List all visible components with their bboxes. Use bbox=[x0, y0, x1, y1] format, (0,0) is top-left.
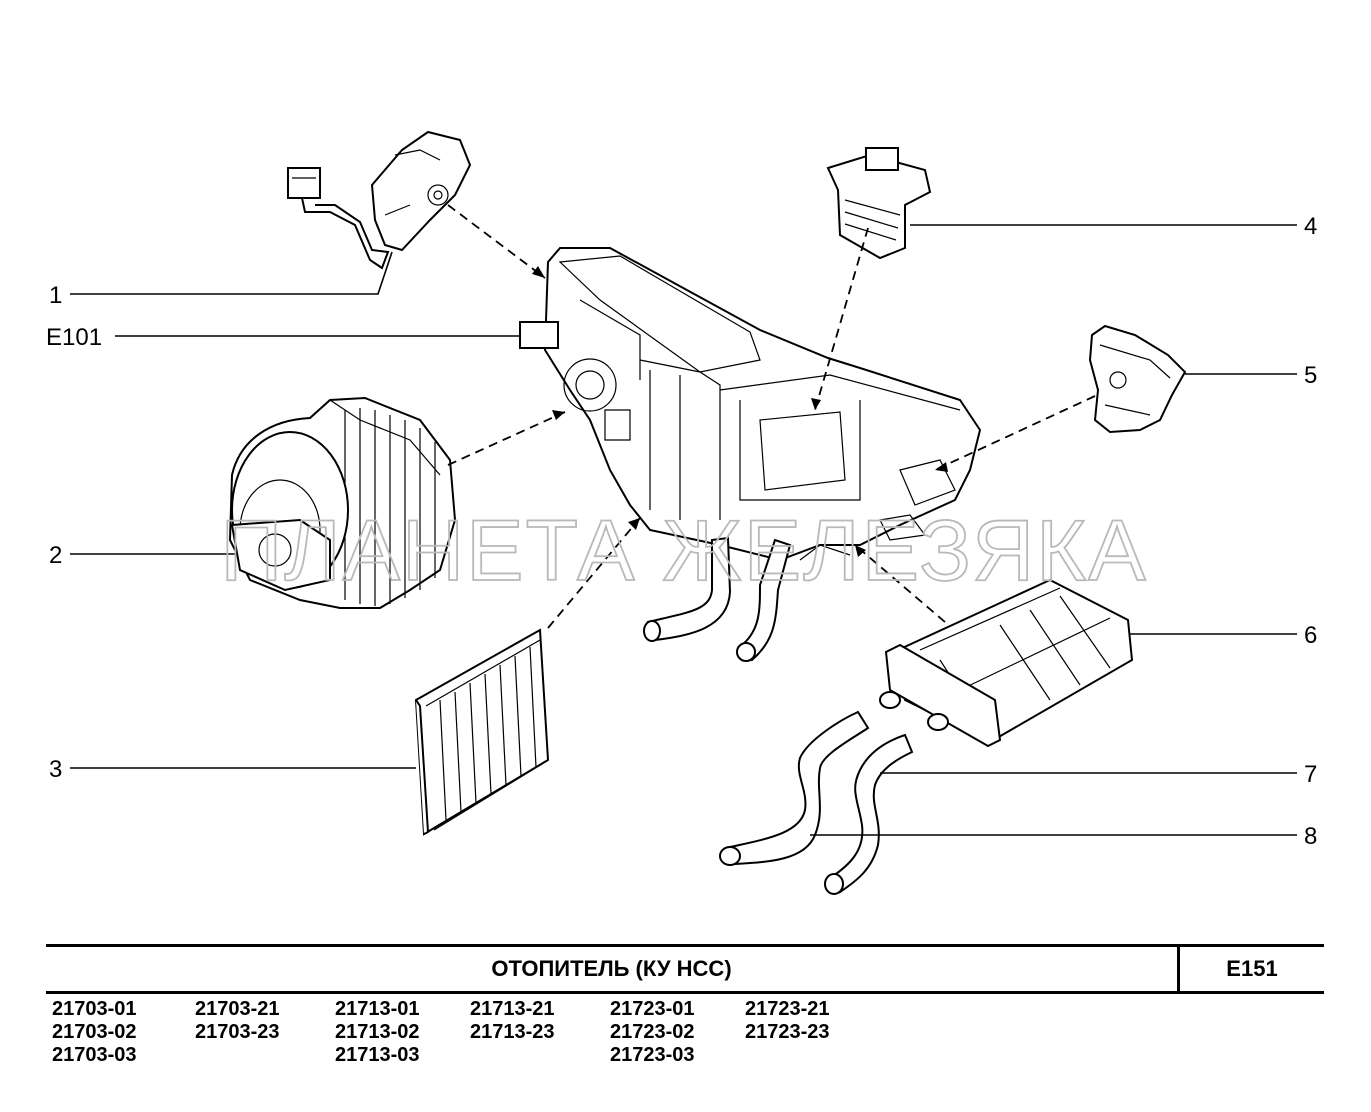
model-number: 21703-21 bbox=[195, 998, 280, 1020]
model-number: 21723-21 bbox=[745, 998, 830, 1020]
leader-lines bbox=[70, 224, 1297, 836]
callout-7: 7 bbox=[1304, 761, 1317, 788]
servo-actuator-5 bbox=[1088, 324, 1187, 434]
blower-fan-2 bbox=[228, 396, 457, 609]
assembly-lines bbox=[447, 204, 1096, 629]
servo-actuator-1 bbox=[287, 130, 472, 270]
model-number: 21703-01 bbox=[52, 998, 137, 1020]
hoses-7-8 bbox=[719, 710, 914, 895]
title-block: ОТОПИТЕЛЬ (КУ НСС) E151 21703-01 21703-0… bbox=[46, 944, 1324, 1074]
model-number: 21723-03 bbox=[610, 1044, 695, 1066]
callout-e101: E101 bbox=[46, 324, 102, 351]
model-number: 21713-21 bbox=[470, 998, 555, 1020]
callout-3: 3 bbox=[49, 756, 62, 783]
callout-4: 4 bbox=[1304, 213, 1317, 240]
model-column: 21723-01 21723-02 21723-03 bbox=[610, 998, 695, 1067]
model-list: 21703-01 21703-02 21703-03 21703-21 2170… bbox=[46, 994, 1324, 1074]
diagram-code: E151 bbox=[1177, 947, 1324, 991]
model-column: 21713-21 21713-23 bbox=[470, 998, 555, 1044]
model-number: 21723-02 bbox=[610, 1021, 695, 1043]
model-number: 21703-23 bbox=[195, 1021, 280, 1043]
model-number: 21703-03 bbox=[52, 1044, 137, 1066]
model-column: 21703-21 21703-23 bbox=[195, 998, 280, 1044]
heater-housing bbox=[519, 247, 982, 562]
callout-6: 6 bbox=[1304, 622, 1317, 649]
model-number: 21713-02 bbox=[335, 1021, 420, 1043]
diagram-title: ОТОПИТЕЛЬ (КУ НСС) bbox=[491, 956, 732, 981]
callout-1: 1 bbox=[49, 282, 62, 309]
model-number: 21723-23 bbox=[745, 1021, 830, 1043]
housing-pipes bbox=[643, 536, 792, 662]
callout-8: 8 bbox=[1304, 823, 1317, 850]
cabin-filter-3 bbox=[414, 628, 550, 836]
model-column: 21713-01 21713-02 21713-03 bbox=[335, 998, 420, 1067]
model-number: 21723-01 bbox=[610, 998, 695, 1020]
model-number: 21713-01 bbox=[335, 998, 420, 1020]
blower-resistor-4 bbox=[826, 147, 932, 260]
model-column: 21723-21 21723-23 bbox=[745, 998, 830, 1044]
model-number: 21703-02 bbox=[52, 1021, 137, 1043]
model-column: 21703-01 21703-02 21703-03 bbox=[52, 998, 137, 1067]
title-row: ОТОПИТЕЛЬ (КУ НСС) E151 bbox=[46, 944, 1324, 994]
watermark-text: ПЛАНЕТА ЖЕЛЕЗЯКА bbox=[220, 503, 1147, 599]
callout-2: 2 bbox=[49, 542, 62, 569]
model-number: 21713-03 bbox=[335, 1044, 420, 1066]
model-number: 21713-23 bbox=[470, 1021, 555, 1043]
callout-5: 5 bbox=[1304, 362, 1317, 389]
heater-core-6 bbox=[879, 578, 1134, 748]
